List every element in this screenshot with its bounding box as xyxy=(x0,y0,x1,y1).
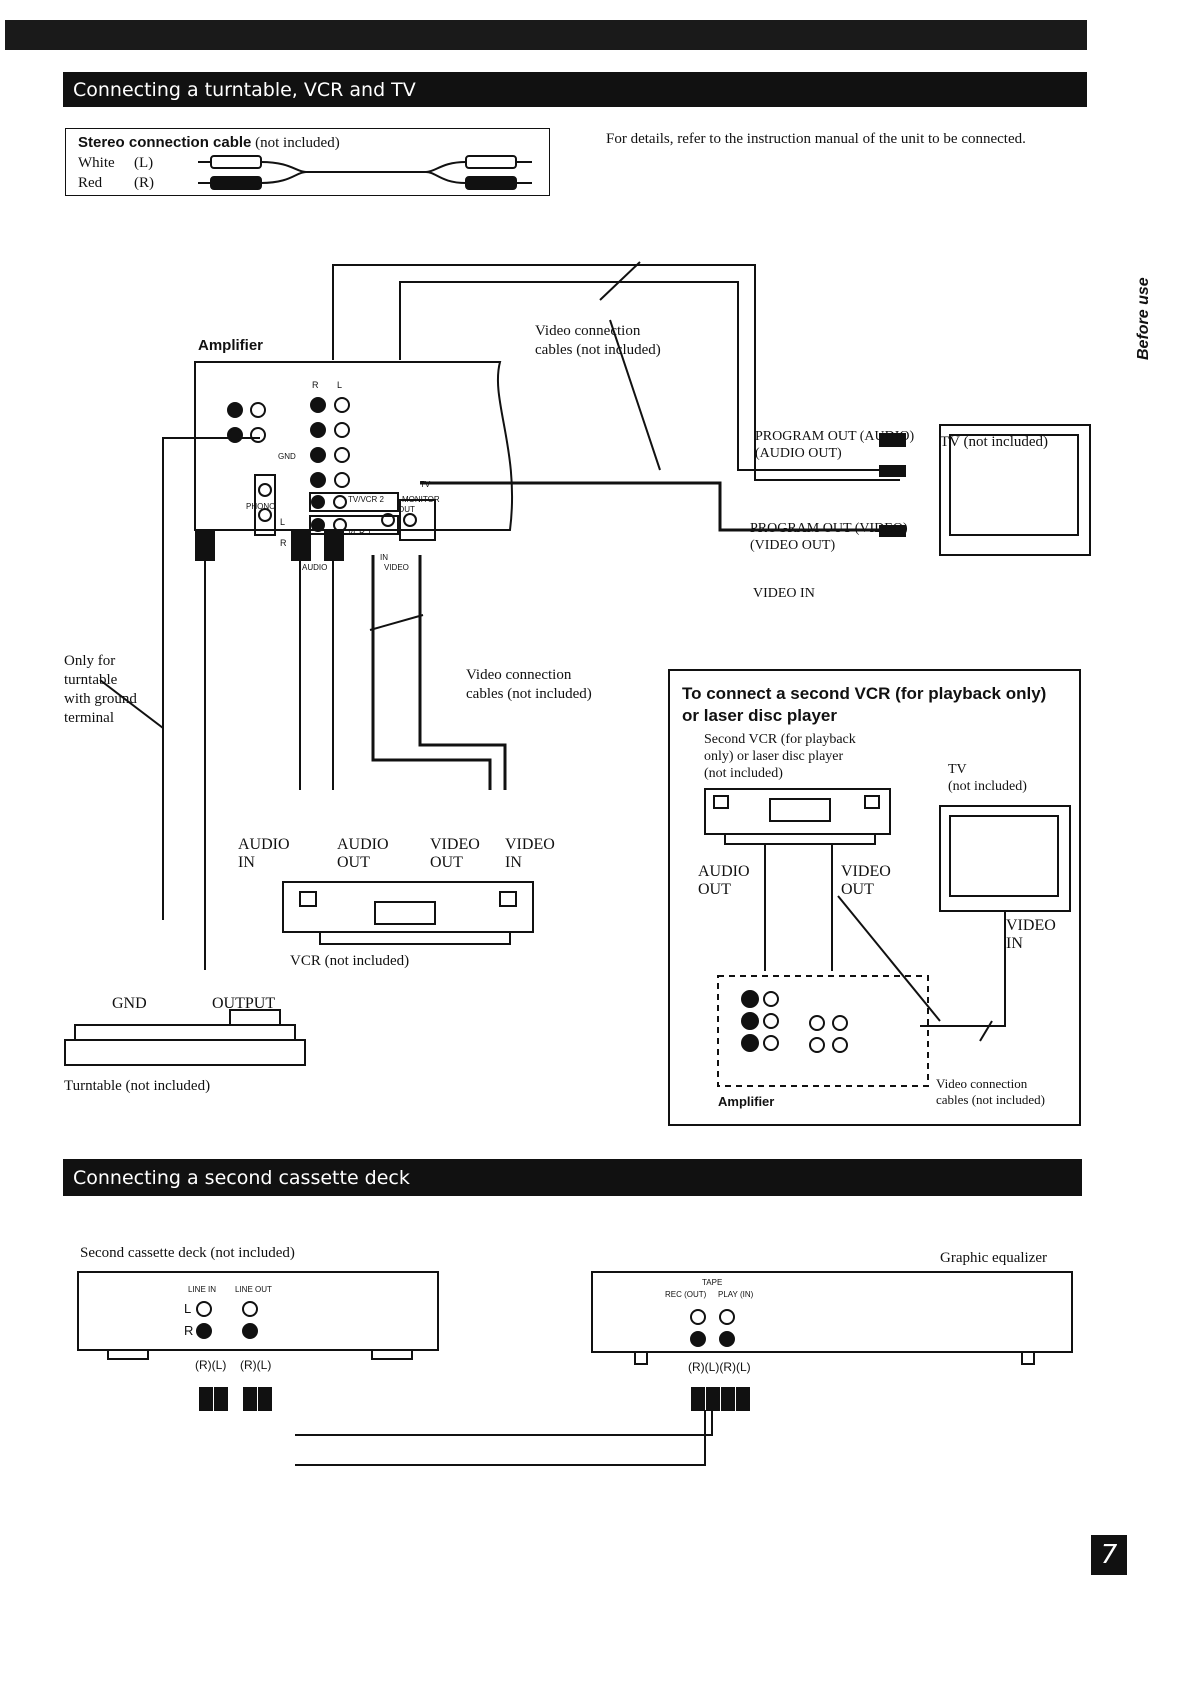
video-out-label: VIDEO OUT xyxy=(430,836,480,872)
video-in-label: VIDEO IN xyxy=(753,586,815,601)
panel-monitor-label: MONITOR xyxy=(402,495,440,504)
inset-second-vcr: To connect a second VCR (for playback on… xyxy=(668,669,1081,1126)
only-for-line2: turntable xyxy=(64,672,118,688)
main-connection-diagram xyxy=(64,261,1091,1066)
panel-audio-label: AUDIO xyxy=(302,563,328,572)
audio-out-line2: OUT xyxy=(337,854,370,871)
inset-tv-line1: TV xyxy=(948,762,967,777)
cable-legend: Stereo connection cable (not included) W… xyxy=(65,128,550,196)
inset-video-out-line1: VIDEO xyxy=(841,863,891,880)
video-out-line2: OUT xyxy=(430,854,463,871)
line-in-label: LINE IN xyxy=(188,1285,217,1294)
red-label: Red xyxy=(78,175,103,191)
inset-audio-out-line2: OUT xyxy=(698,881,731,898)
program-out-video-line2: (VIDEO OUT) xyxy=(750,538,836,553)
vcr-label: VCR (not included) xyxy=(290,953,410,969)
output-label: OUTPUT xyxy=(212,995,276,1012)
inset-title-line1: To connect a second VCR (for playback on… xyxy=(682,684,1047,703)
panel-phono-label: PHONO xyxy=(246,502,276,511)
inset-drawing xyxy=(704,788,1071,1087)
only-for-line4: terminal xyxy=(64,710,114,726)
program-out-audio-label: PROGRAM OUT (AUDIO) (AUDIO OUT) xyxy=(755,428,914,462)
top-bar xyxy=(5,20,1087,50)
page-number: 7 xyxy=(1091,1535,1127,1575)
inset-audio-out-line1: AUDIO xyxy=(698,863,750,880)
section-title-turntable-vcr-tv: Connecting a turntable, VCR and TV xyxy=(63,72,1087,107)
white-label: White xyxy=(78,155,115,171)
inset-title-line2: or laser disc player xyxy=(682,706,837,725)
play-in-label: PLAY (IN) xyxy=(718,1290,754,1299)
video-cables-top-line1: Video connection xyxy=(535,323,641,339)
cassette-drawing xyxy=(77,1271,1073,1466)
panel-ch-l-label: L xyxy=(280,517,286,527)
deck-plugs-a: (R)(L) xyxy=(195,1358,227,1372)
panel-tv-label: TV xyxy=(420,480,431,489)
eq-plugs-label: (R)(L)(R)(L) xyxy=(688,1360,751,1374)
audio-in-line1: AUDIO xyxy=(238,836,290,853)
program-out-video-label: PROGRAM OUT (VIDEO) (VIDEO OUT) xyxy=(750,520,908,554)
line-out-label: LINE OUT xyxy=(235,1285,272,1294)
panel-in-label: IN xyxy=(380,553,388,562)
red-channel: (R) xyxy=(134,175,154,191)
tape-label: TAPE xyxy=(702,1278,723,1287)
inset-video-cables-line1: Video connection xyxy=(936,1076,1028,1091)
white-channel: (L) xyxy=(134,155,154,171)
video-cables-top-line2: cables (not included) xyxy=(535,342,661,358)
audio-in-line2: IN xyxy=(238,854,255,871)
video-in-vcr-label: VIDEO IN xyxy=(505,836,555,872)
video-out-line1: VIDEO xyxy=(430,836,480,853)
inset-tv-line2: (not included) xyxy=(948,779,1027,794)
side-tab-before-use: Before use xyxy=(1135,277,1152,360)
intro-text: For details, refer to the instruction ma… xyxy=(606,131,1026,147)
video-in-vcr-line1: VIDEO xyxy=(505,836,555,853)
audio-out-label: AUDIO OUT xyxy=(337,836,389,872)
cable-legend-suffix: (not included) xyxy=(255,135,340,151)
inset-video-in-line1: VIDEO xyxy=(1006,917,1056,934)
inset-amplifier-label: Amplifier xyxy=(718,1094,775,1109)
inset-second-vcr-line3: (not included) xyxy=(704,766,783,781)
panel-video-label: VIDEO xyxy=(384,563,409,572)
panel-r-label: R xyxy=(312,380,319,390)
only-for-label: Only for turntable with ground terminal xyxy=(64,652,137,728)
program-out-audio-line1: PROGRAM OUT (AUDIO) xyxy=(755,429,915,444)
video-cables-mid-label: Video connection cables (not included) xyxy=(466,666,592,704)
program-out-audio-line2: (AUDIO OUT) xyxy=(755,446,842,461)
deck-l-label: L xyxy=(184,1301,192,1316)
panel-ch-r-label: R xyxy=(280,538,287,548)
video-in-vcr-line2: IN xyxy=(505,854,522,871)
turntable-label: Turntable (not included) xyxy=(64,1078,211,1094)
video-cables-top-label: Video connection cables (not included) xyxy=(535,322,661,360)
inset-second-vcr-line1: Second VCR (for playback xyxy=(704,732,856,747)
gnd-label: GND xyxy=(112,995,147,1012)
inset-second-vcr-line2: only) or laser disc player xyxy=(704,749,844,764)
tv-label: TV (not included) xyxy=(940,434,1049,450)
inset-video-out-line2: OUT xyxy=(841,881,874,898)
rec-out-label: REC (OUT) xyxy=(665,1290,707,1299)
only-for-line3: with ground xyxy=(64,691,137,707)
program-out-video-line1: PROGRAM OUT (VIDEO) xyxy=(750,521,908,536)
panel-l-label: L xyxy=(337,380,343,390)
deck-r-label: R xyxy=(184,1323,194,1338)
audio-out-line1: AUDIO xyxy=(337,836,389,853)
audio-in-label: AUDIO IN xyxy=(238,836,290,872)
panel-gnd-label: GND xyxy=(278,452,296,461)
deck-plugs-b: (R)(L) xyxy=(240,1358,272,1372)
stereo-cable-illustration xyxy=(198,155,532,190)
cassette-deck-label: Second cassette deck (not included) xyxy=(80,1245,295,1261)
cable-legend-title: Stereo connection cable xyxy=(78,134,252,151)
only-for-line1: Only for xyxy=(64,653,116,669)
amplifier-label: Amplifier xyxy=(198,337,264,354)
panel-tvvcr2-label: TV/VCR 2 xyxy=(348,495,385,504)
panel-vcr1-label: VCR 1 xyxy=(348,528,372,537)
video-cables-mid-line1: Video connection xyxy=(466,667,572,683)
panel-out-label: OUT xyxy=(398,505,415,514)
inset-video-cables-line2: cables (not included) xyxy=(936,1092,1046,1107)
video-cables-mid-line2: cables (not included) xyxy=(466,686,592,702)
graphic-equalizer-label: Graphic equalizer xyxy=(940,1250,1048,1266)
section-title-cassette-deck: Connecting a second cassette deck xyxy=(63,1159,1082,1196)
inset-video-in-line2: IN xyxy=(1006,935,1023,952)
